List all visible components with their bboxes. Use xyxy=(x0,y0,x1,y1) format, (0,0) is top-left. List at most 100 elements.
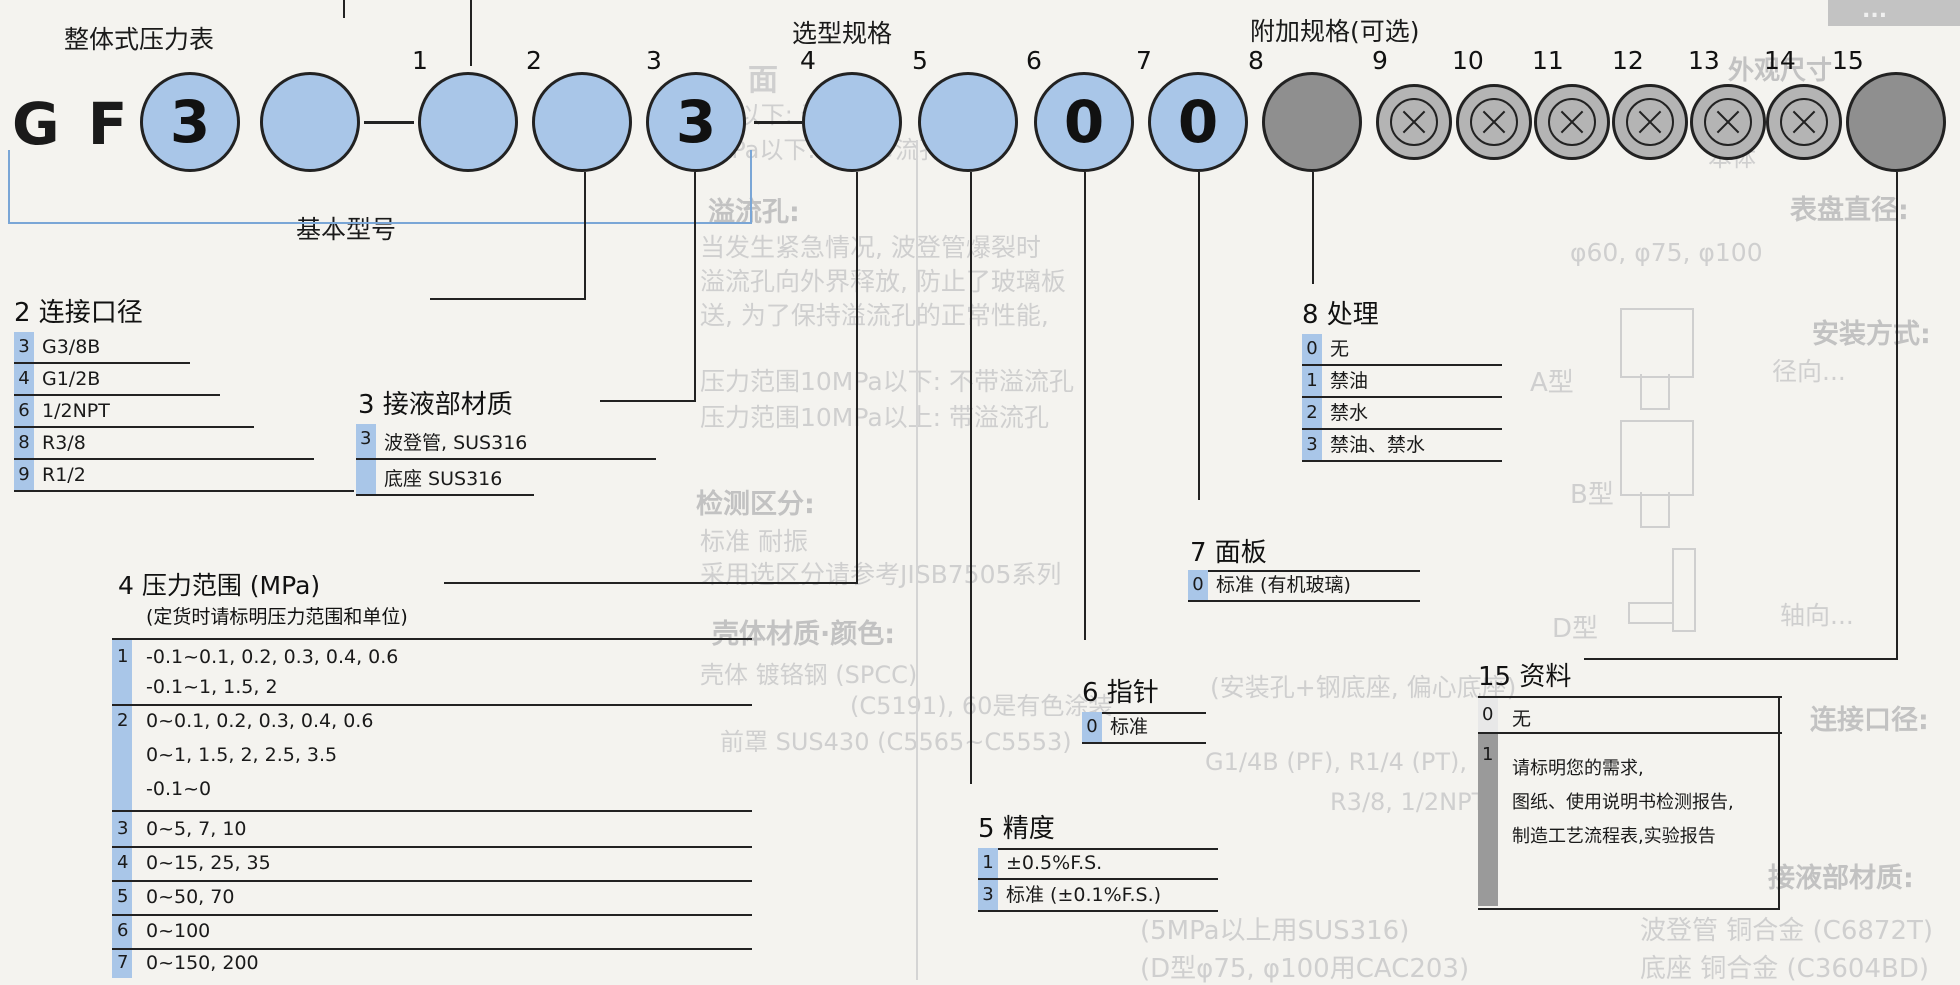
ghost-text: (C5191), 60是有色涂装 xyxy=(850,692,1113,720)
code-circle-base xyxy=(260,72,360,172)
position-number: 12 xyxy=(1612,46,1644,75)
ghost-text: 壳体 镀铬钢 (SPCC) xyxy=(700,661,918,689)
option-row: 4 G1/2B xyxy=(14,364,220,396)
option-code: 0 xyxy=(1082,712,1102,742)
option-text: 无 xyxy=(1512,708,1532,730)
option-code: 3 xyxy=(14,332,34,362)
leader-line xyxy=(694,172,696,402)
ghost-mount-sketch-b xyxy=(1620,420,1694,496)
material-title: 3 接液部材质 xyxy=(358,390,513,420)
ghost-text: φ60, φ75, φ100 xyxy=(1570,238,1763,267)
option-text: 1/2NPT xyxy=(42,400,110,422)
option-text: -0.1~1, 1.5, 2 xyxy=(146,676,278,698)
code-circle-10 xyxy=(1456,84,1532,160)
table-rule xyxy=(1188,570,1420,572)
code-circle-6: 0 xyxy=(1034,72,1134,172)
code-circle-3: 3 xyxy=(646,72,746,172)
ghost-mount-sketch-d xyxy=(1672,548,1696,632)
option-text: 标准 xyxy=(1110,716,1149,738)
option-code: 4 xyxy=(14,364,34,394)
panel-title: 7 面板 xyxy=(1190,538,1267,568)
position-number: 6 xyxy=(1026,46,1042,75)
x-mark-icon xyxy=(1626,98,1674,146)
pressure-title: 4 压力范围 (MPa) xyxy=(118,571,321,600)
option-row: 0 标准 xyxy=(1082,712,1206,744)
ghost-text: 压力范围10MPa以下: 不带溢流孔 xyxy=(700,367,1075,396)
option-text: 0~1, 1.5, 2, 2.5, 3.5 xyxy=(146,744,338,766)
option-code: 6 xyxy=(14,396,34,426)
option-text: 底座 SUS316 xyxy=(384,468,503,490)
ghost-text: 外观尺寸 xyxy=(1728,56,1833,86)
leader-line xyxy=(584,172,586,300)
leader-line xyxy=(430,298,586,300)
page-tab-label: ... xyxy=(1862,0,1888,23)
ghost-text: 波登管 铜合金 (C6872T) xyxy=(1640,916,1934,946)
page-tab xyxy=(1828,0,1960,26)
option-code-band xyxy=(1478,734,1498,906)
ghost-text: 前罩 SUS430 (C5565~C5553) xyxy=(720,728,1072,756)
code-circle-13 xyxy=(1690,84,1766,160)
x-mark-icon xyxy=(1390,98,1438,146)
option-text: 0~100 xyxy=(146,920,211,942)
code-circle-11 xyxy=(1534,84,1610,160)
option-text: 无 xyxy=(1330,338,1350,360)
option-text: 标准 (±0.1%F.S.) xyxy=(1006,884,1162,906)
table-rule xyxy=(112,810,752,812)
ghost-text: 溢流孔向外界释放, 防止了玻璃板 xyxy=(700,267,1066,296)
code-circle-7: 0 xyxy=(1148,72,1248,172)
leader-line xyxy=(1084,172,1086,640)
option-text: 波登管, SUS316 xyxy=(384,432,528,454)
position-number: 15 xyxy=(1832,46,1864,75)
leader-line xyxy=(1312,172,1314,284)
option-text: 禁水 xyxy=(1330,402,1369,424)
option-code: 4 xyxy=(117,852,129,873)
table-rule xyxy=(112,914,752,916)
extra-spec-label: 附加规格(可选) xyxy=(1250,17,1420,46)
option-code: 1 xyxy=(1302,366,1322,396)
option-code-band xyxy=(1478,698,1498,732)
table-rule xyxy=(1478,732,1782,734)
option-code: 9 xyxy=(14,460,34,490)
option-text: 图纸、使用说明书检测报告, xyxy=(1512,792,1734,813)
option-row: 6 1/2NPT xyxy=(14,396,254,428)
ghost-text: G1/4B (PF), R1/4 (PT), xyxy=(1205,748,1467,776)
option-text: ±0.5%F.S. xyxy=(1006,852,1103,874)
option-text: G1/2B xyxy=(42,368,101,390)
ghost-text: A型 xyxy=(1530,368,1574,398)
position-number: 5 xyxy=(912,46,928,75)
position-number: 10 xyxy=(1452,46,1484,75)
code-circle-4 xyxy=(802,72,902,172)
code-circle-14 xyxy=(1766,84,1842,160)
ghost-mount-sketch-d-stem xyxy=(1628,602,1674,624)
ghost-text: 轴向... xyxy=(1780,601,1854,630)
option-code-band xyxy=(112,638,132,978)
x-mark-icon xyxy=(1470,98,1518,146)
documents-table-border xyxy=(1478,696,1780,910)
table-rule xyxy=(112,638,752,640)
ghost-mount-sketch-a-stem xyxy=(1640,374,1670,410)
leader-line xyxy=(1198,172,1200,500)
option-text: 禁油、禁水 xyxy=(1330,434,1426,456)
position-number: 11 xyxy=(1532,46,1564,75)
option-code: 0 xyxy=(1482,704,1494,725)
leader-line xyxy=(444,582,858,584)
code-circle-series: 3 xyxy=(140,72,240,172)
x-mark-icon xyxy=(1548,98,1596,146)
series-label: 整体式压力表 xyxy=(64,25,215,54)
position-number: 7 xyxy=(1136,46,1152,75)
option-row: 1±0.5%F.S. xyxy=(978,848,1218,880)
table-rule xyxy=(1082,712,1206,714)
pointer-title: 6 指针 xyxy=(1082,678,1159,708)
ghost-text: 接液部材质: xyxy=(1768,863,1914,894)
